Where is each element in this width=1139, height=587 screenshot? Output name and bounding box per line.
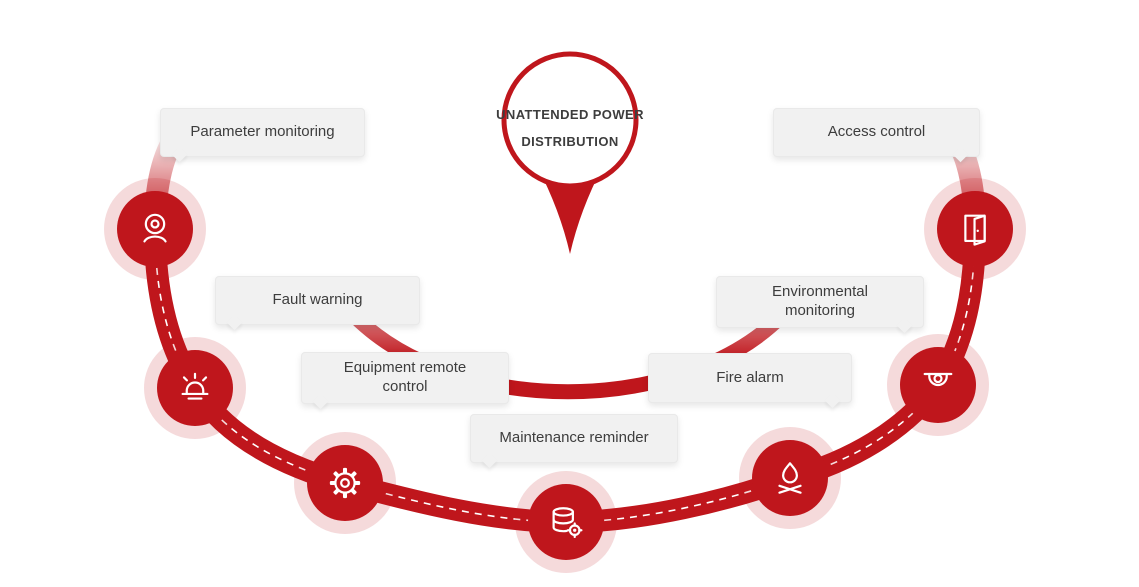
flame-icon <box>778 462 802 494</box>
node-access-control <box>937 191 1013 267</box>
label-text: Parameter monitoring <box>190 123 335 141</box>
center-title: UNATTENDED POWER DISTRIBUTION <box>483 101 657 155</box>
gear-icon <box>329 467 361 499</box>
node-fire-alarm <box>752 440 828 516</box>
center-title-line1: UNATTENDED POWER <box>496 107 644 122</box>
label-text: Access control <box>827 123 926 141</box>
main-arc-dashed-line <box>154 228 976 523</box>
label-environmental-monitoring: Environmental monitoring <box>716 276 924 334</box>
node-environmental-monitoring <box>900 347 976 423</box>
label-text: Environmental monitoring <box>772 283 868 319</box>
inner-arc <box>323 279 813 400</box>
main-arc <box>144 228 986 534</box>
label-maintenance-reminder: Maintenance reminder <box>470 414 678 469</box>
label-equipment-remote-control: Equipment remote control <box>301 352 509 410</box>
label-text: Equipment remote control <box>343 359 467 395</box>
node-equipment-remote-control <box>307 445 383 521</box>
database-gear-icon <box>552 507 583 539</box>
label-text: Maintenance reminder <box>499 429 649 447</box>
label-text: Fault warning <box>272 291 363 309</box>
label-access-control: Access control <box>773 108 980 163</box>
label-fault-warning: Fault warning <box>215 276 420 331</box>
center-circle <box>501 51 639 189</box>
pin-tail <box>537 166 603 254</box>
label-parameter-monitoring: Parameter monitoring <box>160 108 365 163</box>
webcam-icon <box>143 213 167 243</box>
center-title-line2: DISTRIBUTION <box>521 134 619 149</box>
node-parameter-monitoring <box>117 191 193 267</box>
siren-icon <box>181 372 209 400</box>
dome-camera-icon <box>923 372 953 387</box>
label-text: Fire alarm <box>716 368 784 386</box>
label-fire-alarm: Fire alarm <box>648 353 852 409</box>
open-door-icon <box>964 214 986 246</box>
node-maintenance-reminder <box>528 484 604 560</box>
node-fault-warning <box>157 350 233 426</box>
